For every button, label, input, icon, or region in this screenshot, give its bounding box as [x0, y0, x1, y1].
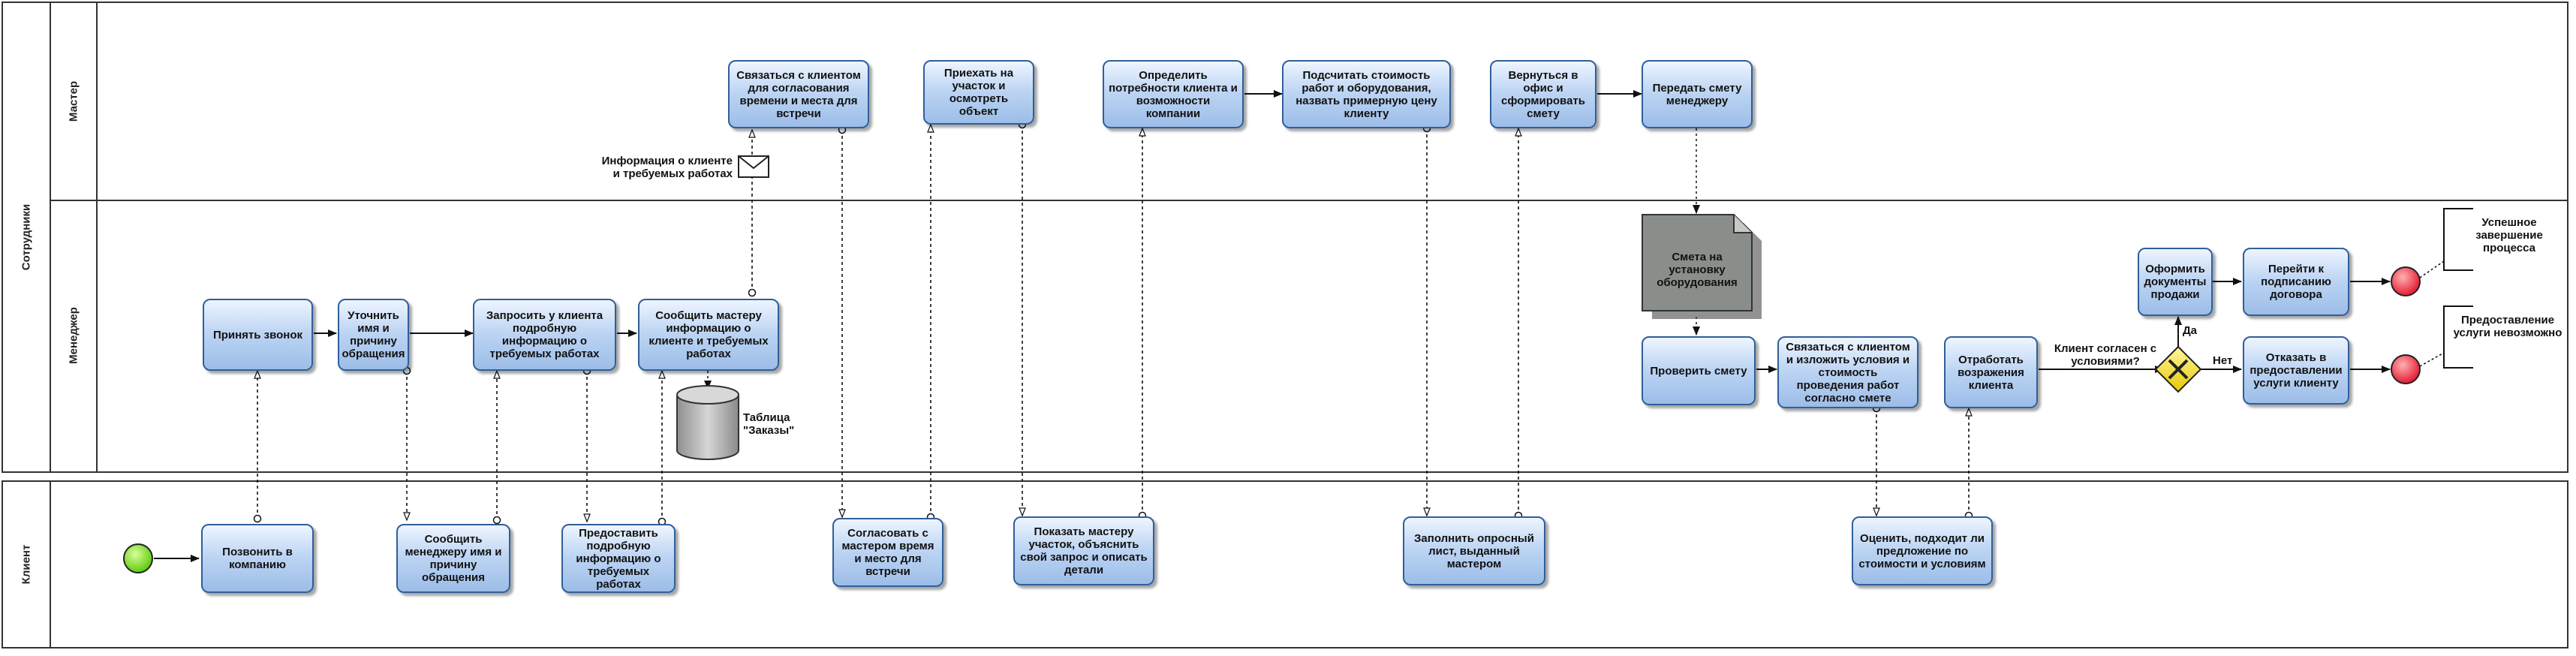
task-send-estimate[interactable]: Передать смету менеджеру — [1642, 60, 1753, 128]
task-call-company[interactable]: Позвонить в компанию — [201, 524, 314, 593]
database-icon — [676, 385, 739, 460]
annotation-impossible-bracket — [2443, 305, 2473, 369]
estimate-document-label: Смета на установку оборудования — [1657, 251, 1738, 289]
annotation-success-bracket — [2443, 208, 2473, 271]
task-accept-call[interactable]: Принять звонок — [203, 299, 313, 371]
end-event-refused — [2391, 354, 2421, 384]
task-visit-site[interactable]: Приехать на участок и осмотреть объект — [923, 60, 1034, 125]
task-calc-cost[interactable]: Подсчитать стоимость работ и оборудовани… — [1282, 60, 1451, 128]
task-request-info[interactable]: Запросить у клиента подробную информацию… — [473, 299, 616, 371]
gateway-no-label: Нет — [2213, 354, 2233, 367]
task-refuse-service[interactable]: Отказать в предоставлении услуги клиенту — [2243, 336, 2349, 405]
estimate-document-icon — [1642, 214, 1762, 319]
task-agree-time[interactable]: Согласовать с мастером время и место для… — [832, 518, 943, 587]
task-fill-form[interactable]: Заполнить опросный лист, выданный мастер… — [1403, 516, 1545, 585]
start-event — [123, 543, 153, 573]
task-tell-master[interactable]: Сообщить мастеру информацию о клиенте и … — [638, 299, 779, 371]
task-clarify-name[interactable]: Уточнить имя и причину обращения — [338, 299, 409, 371]
end-event-success — [2391, 266, 2421, 296]
annotation-impossible-link — [2419, 352, 2445, 367]
task-show-site[interactable]: Показать мастеру участок, объяснить свой… — [1013, 516, 1154, 585]
envelope-icon — [738, 155, 769, 178]
exclusive-gateway — [2154, 345, 2202, 393]
message-label: Информация о клиенте и требуемых работах — [601, 155, 733, 180]
task-prepare-docs[interactable]: Оформить документы продажи — [2138, 248, 2213, 316]
task-evaluate-offer[interactable]: Оценить, подходит ли предложение по стои… — [1852, 516, 1993, 585]
annotation-impossible: Предоставление услуги невозможно — [2453, 314, 2562, 339]
task-return-office[interactable]: Вернуться в офис и сформировать смету — [1490, 60, 1596, 128]
lane-master-label: Мастер — [51, 3, 98, 200]
task-present-terms[interactable]: Связаться с клиентом и изложить условия … — [1777, 336, 1918, 408]
lane-manager-label: Менеджер — [51, 200, 98, 471]
task-handle-objections[interactable]: Отработать возражения клиента — [1944, 336, 2038, 408]
annotation-success: Успешное завершение процесса — [2475, 216, 2543, 254]
gateway-question: Клиент согласен с условиями? — [2054, 342, 2157, 368]
pool-staff-label: Сотрудники — [3, 3, 51, 471]
pool-client-label: Клиент — [3, 482, 51, 647]
annotation-success-link — [2419, 260, 2445, 278]
task-provide-info[interactable]: Предоставить подробную информацию о треб… — [561, 524, 676, 593]
task-contact-client[interactable]: Связаться с клиентом для согласования вр… — [728, 60, 869, 128]
task-check-estimate[interactable]: Проверить смету — [1642, 336, 1756, 405]
task-go-contract[interactable]: Перейти к подписанию договора — [2243, 248, 2349, 316]
lane-separator — [51, 200, 2567, 201]
table-label: Таблица "Заказы" — [743, 411, 795, 437]
task-define-needs[interactable]: Определить потребности клиента и возможн… — [1103, 60, 1244, 128]
gateway-yes-label: Да — [2183, 324, 2198, 337]
task-tell-name[interactable]: Сообщить менеджеру имя и причину обращен… — [396, 524, 510, 593]
